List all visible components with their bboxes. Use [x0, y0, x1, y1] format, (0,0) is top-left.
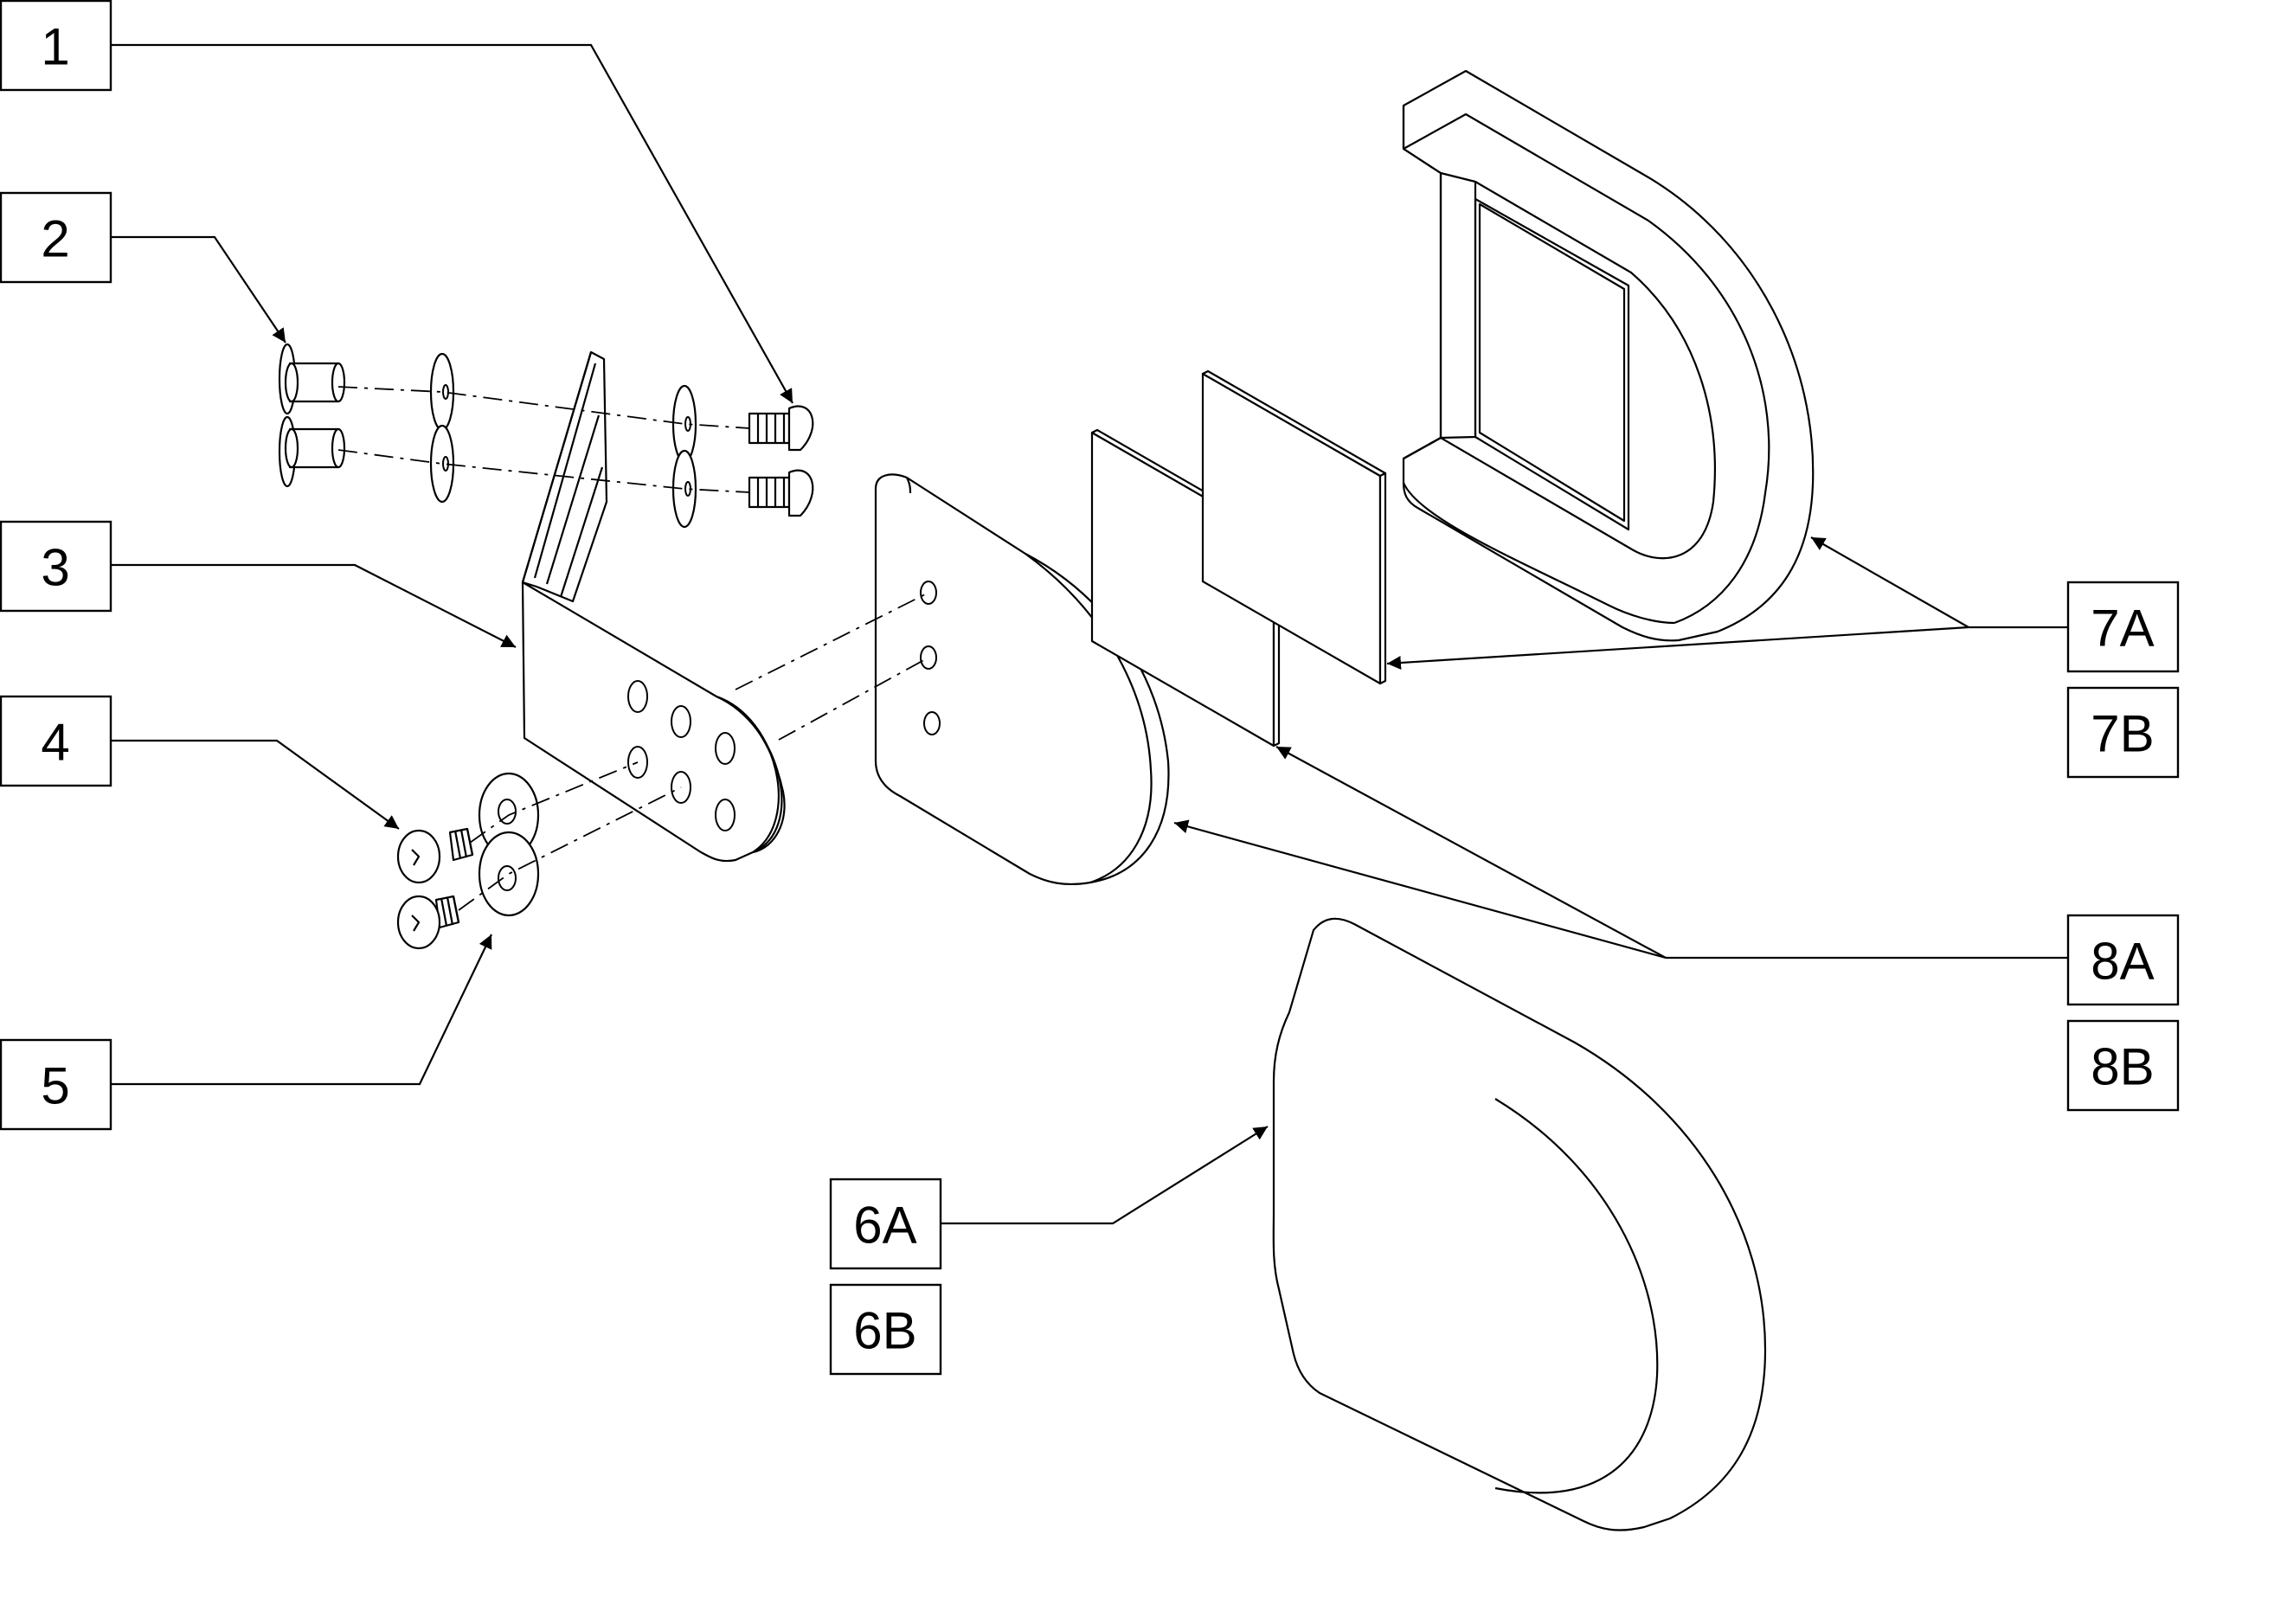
callout-7b-label: 7B: [2091, 705, 2154, 763]
callout-8b-label: 8B: [2091, 1038, 2154, 1096]
callout-8a-label: 8A: [2091, 933, 2154, 991]
leader-8-to-plate: [1173, 819, 1667, 960]
cushion-pad: [1272, 917, 1767, 1531]
callout-6a: 6A: [829, 1178, 942, 1270]
leader-4: [111, 739, 400, 830]
callout-7b: 7B: [2066, 686, 2180, 779]
leader-lines: [111, 43, 2068, 1225]
leader-1: [111, 43, 793, 404]
callout-1-label: 1: [41, 18, 69, 76]
outer-washers: [671, 384, 697, 529]
callout-8a: 8A: [2066, 914, 2180, 1006]
callout-3: 3: [0, 520, 112, 613]
leader-6: [941, 1126, 1269, 1225]
insert-plate: [1201, 369, 1387, 685]
callout-1: 1: [0, 0, 112, 92]
callout-2: 2: [0, 191, 112, 284]
leader-5: [111, 934, 492, 1086]
leader-2: [111, 235, 286, 343]
leader-3: [111, 563, 517, 648]
callout-7a-label: 7A: [2091, 600, 2154, 658]
callout-4-label: 4: [41, 714, 69, 772]
outer-shell: [1402, 69, 1815, 642]
callout-3-label: 3: [41, 539, 69, 597]
callout-6b-label: 6B: [853, 1302, 916, 1360]
callout-2-label: 2: [41, 210, 69, 268]
button-head-screws: [748, 405, 814, 517]
callout-7a: 7A: [2066, 581, 2180, 673]
flat-washers: [478, 772, 540, 917]
leader-7-to-insert: [1386, 626, 1969, 670]
leader-7-to-shell: [1810, 536, 1969, 628]
inner-washers: [429, 352, 455, 504]
leader-8-to-foam: [1275, 746, 1667, 959]
centerlines: [337, 386, 929, 911]
mounting-plate: [874, 473, 1170, 886]
callout-6b: 6B: [829, 1283, 942, 1376]
barrel-nut-part: [278, 343, 346, 488]
callout-5-label: 5: [41, 1057, 69, 1115]
callout-6a-label: 6A: [853, 1197, 916, 1255]
bottom-screws: [396, 827, 474, 950]
callout-8b: 8B: [2066, 1019, 2180, 1112]
callout-4: 4: [0, 695, 112, 787]
callout-5: 5: [0, 1038, 112, 1131]
